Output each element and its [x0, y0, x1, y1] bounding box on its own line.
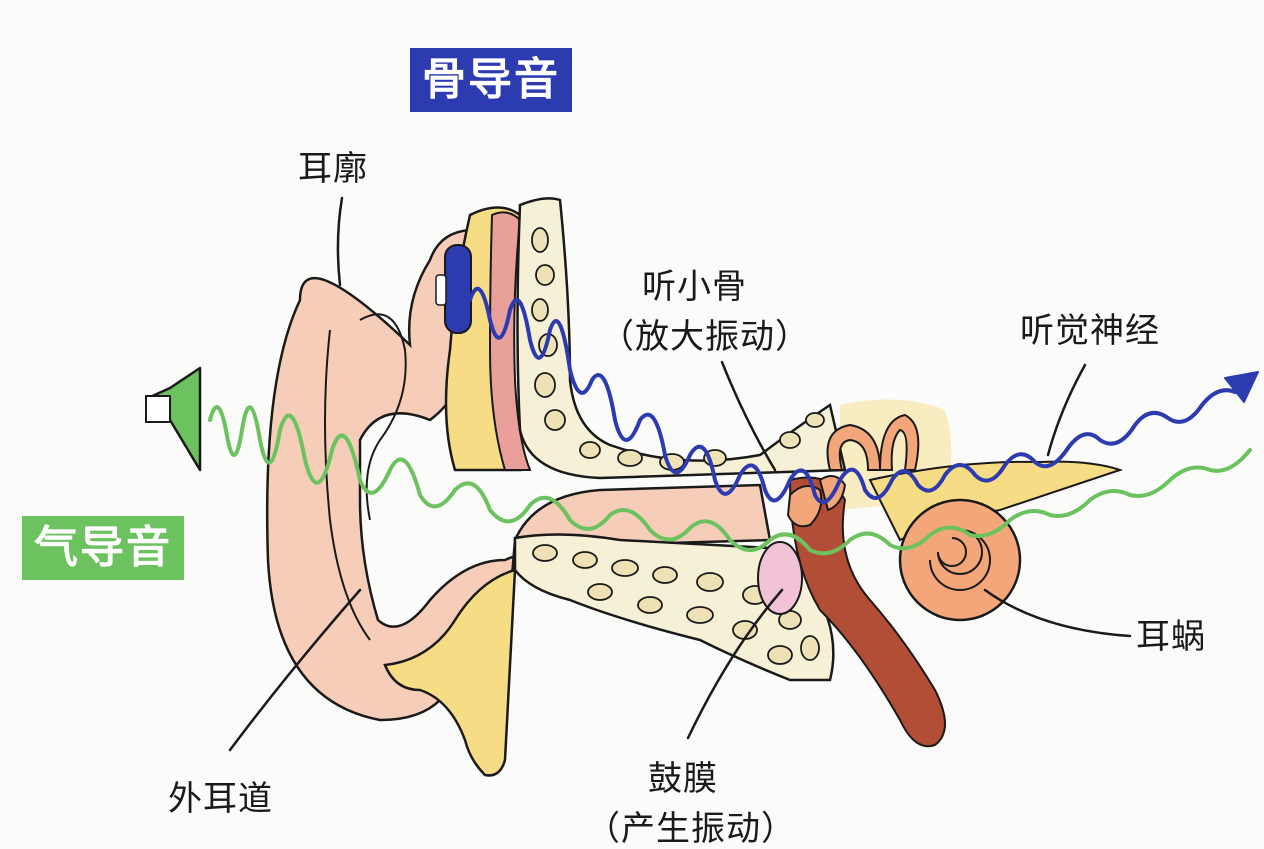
leader-lines	[228, 196, 1132, 752]
leader-canal	[228, 588, 362, 752]
leader-ossicles	[720, 360, 777, 472]
eardrum-note-label: （产生振动）	[586, 809, 796, 849]
leader-pinna	[336, 196, 344, 287]
eardrum-membrane	[757, 541, 803, 615]
blood-vessel	[788, 476, 946, 748]
pinna-fold-inner	[359, 313, 407, 521]
lower-skull-bone	[513, 533, 835, 682]
cochlea-shape	[898, 498, 1022, 622]
air-conduction-wave	[208, 405, 1252, 556]
device-clip	[435, 274, 447, 306]
leader-eardrum	[686, 588, 784, 740]
ossicles-label: 听小骨	[642, 267, 747, 307]
pinna-fold	[324, 329, 371, 641]
eardrum-label: 鼓膜	[648, 759, 718, 799]
bone-wave-arrowhead	[1224, 371, 1259, 403]
auditory-nerve-label: 听觉神经	[1020, 311, 1160, 351]
semicircular-canals	[826, 413, 920, 471]
bone-conduction-badge: 骨导音	[410, 48, 572, 112]
leader-cochlea	[983, 588, 1132, 638]
bone-conduction-device	[444, 244, 472, 334]
cochlea-label: 耳蜗	[1136, 617, 1206, 657]
ossicles-note-label: （放大振动）	[600, 317, 810, 357]
ear-canal-label: 外耳道	[168, 779, 273, 819]
bone-conduction-wave	[468, 286, 1237, 505]
speaker-icon	[145, 366, 202, 472]
leader-nerve	[1046, 363, 1087, 457]
bone-cells	[531, 227, 825, 665]
air-conduction-badge: 气导音	[22, 516, 184, 580]
pinna-label: 耳廓	[298, 149, 368, 189]
lower-tissue-layer	[383, 568, 517, 777]
